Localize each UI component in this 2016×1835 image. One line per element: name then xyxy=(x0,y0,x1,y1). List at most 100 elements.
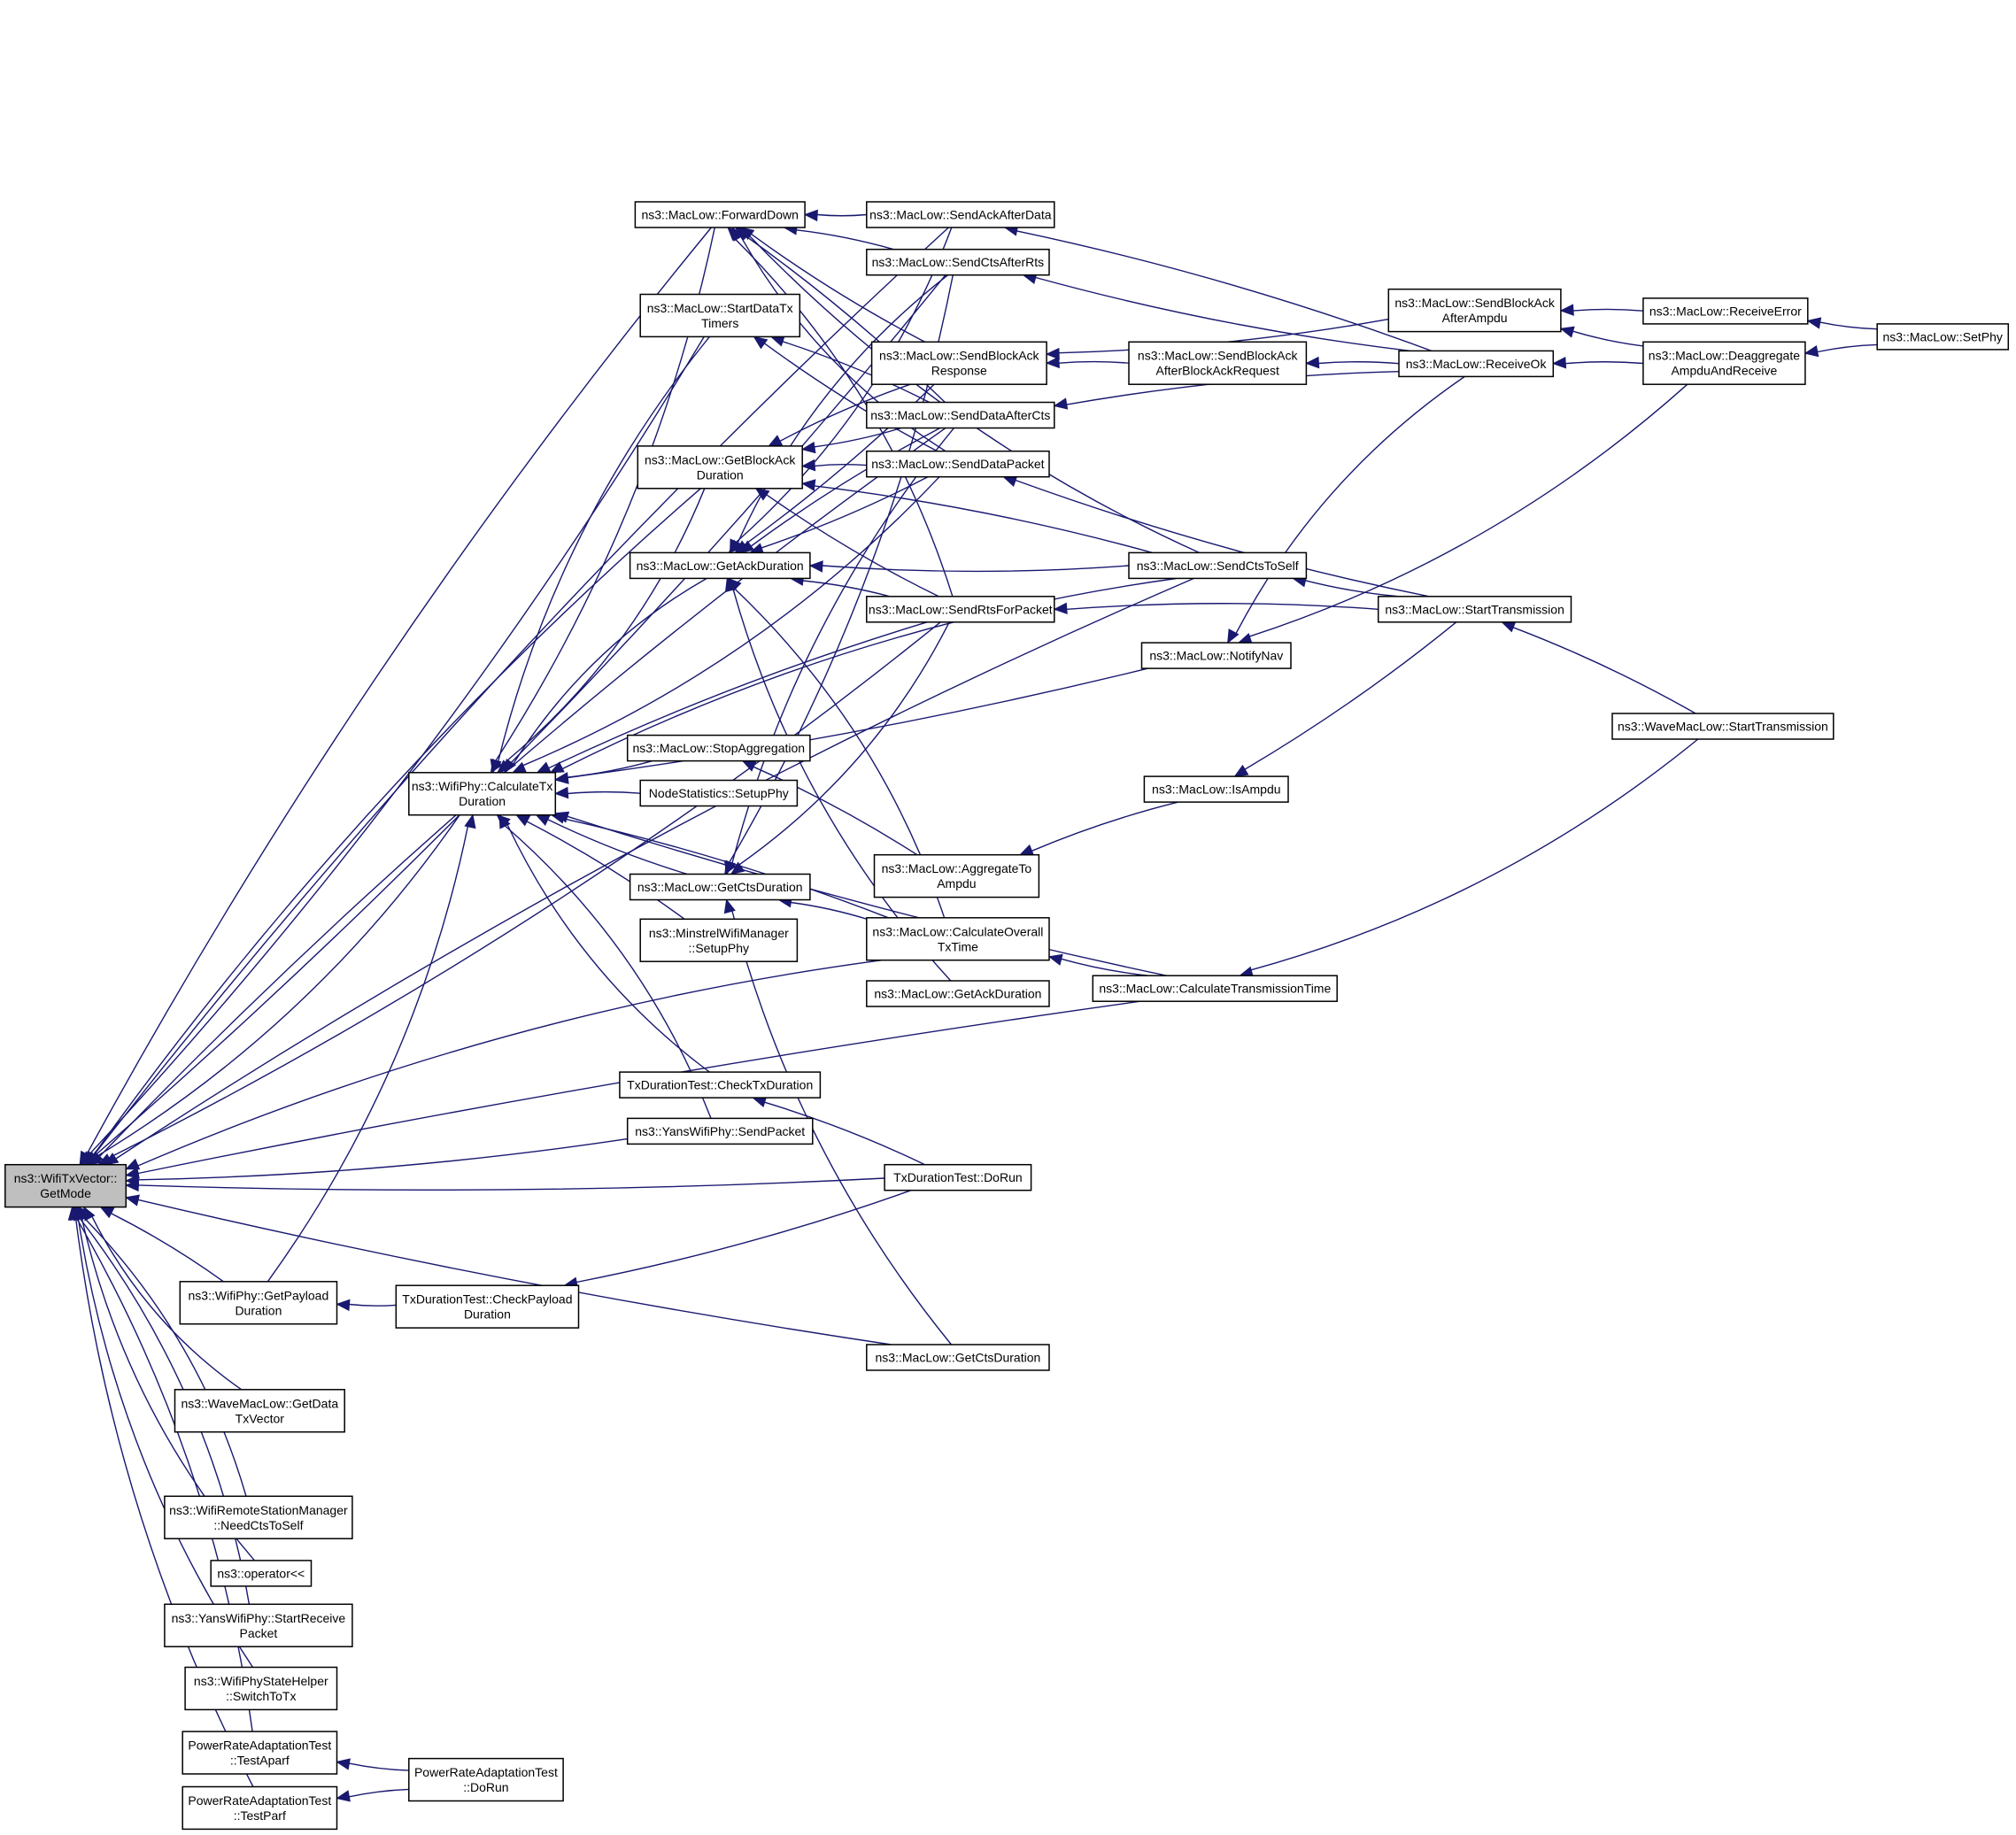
node-send-ba-after-bar[interactable]: ns3::MacLow::SendBlockAckAfterBlockAckRe… xyxy=(1128,341,1308,385)
edge-arrowhead xyxy=(336,1299,351,1312)
node-box xyxy=(1143,775,1289,803)
edge-send-data-after-cts-to-get-ack-duration xyxy=(750,427,940,547)
node-label: ns3::WifiPhy::GetPayload xyxy=(189,1288,329,1302)
node-box xyxy=(866,201,1055,228)
node-operator-ll[interactable]: ns3::operator<< xyxy=(210,1560,313,1587)
node-check-tx-duration[interactable]: TxDurationTest::CheckTxDuration xyxy=(619,1071,822,1099)
edge-receive-ok-to-notify-nav xyxy=(1235,375,1465,634)
node-get-ack-duration-2[interactable]: ns3::MacLow::GetAckDuration xyxy=(866,980,1050,1007)
node-box xyxy=(182,1785,338,1831)
edge-arrowhead xyxy=(739,540,755,554)
node-label: ns3::operator<< xyxy=(217,1567,305,1581)
edge-wave-start-transmission-to-start-transmission xyxy=(1512,627,1696,714)
node-box xyxy=(182,1731,338,1775)
edge-receive-ok-to-send-ba-after-bar xyxy=(1318,361,1400,365)
edge-arrowhead xyxy=(99,1207,115,1219)
node-is-ampdu[interactable]: ns3::MacLow::IsAmpdu xyxy=(1143,775,1289,803)
edge-arrowhead xyxy=(1804,344,1819,358)
node-box xyxy=(629,873,811,901)
node-get-cts-duration-2[interactable]: ns3::MacLow::GetCtsDuration xyxy=(866,1344,1050,1371)
node-label: ns3::MacLow::SendBlockAck xyxy=(879,349,1040,363)
edge-arrowhead xyxy=(1806,317,1822,329)
node-label: ::DoRun xyxy=(463,1780,508,1794)
node-send-ack-after-data[interactable]: ns3::MacLow::SendAckAfterData xyxy=(866,201,1055,228)
node-send-rts-for-packet[interactable]: ns3::MacLow::SendRtsForPacket xyxy=(866,596,1055,623)
edge-arrowhead xyxy=(1018,844,1035,856)
node-receive-ok[interactable]: ns3::MacLow::ReceiveOk xyxy=(1398,350,1555,378)
node-tdt-do-run[interactable]: TxDurationTest::DoRun xyxy=(884,1163,1032,1191)
edge-receive-ok-to-send-ack-after-data xyxy=(1016,230,1433,352)
edge-arrowhead xyxy=(730,538,741,554)
node-label: TxDurationTest::CheckPayload xyxy=(402,1292,572,1307)
edge-arrowhead xyxy=(536,761,552,774)
node-send-cts-after-rts[interactable]: ns3::MacLow::SendCtsAfterRts xyxy=(866,248,1050,276)
edge-start-transmission-to-send-rts-for-packet xyxy=(1066,603,1379,610)
node-set-phy[interactable]: ns3::MacLow::SetPhy xyxy=(1876,323,2010,351)
node-label: NodeStatistics::SetupPhy xyxy=(649,786,789,800)
node-prat-do-run[interactable]: PowerRateAdaptationTest::DoRun xyxy=(408,1757,564,1802)
node-send-data-packet[interactable]: ns3::MacLow::SendDataPacket xyxy=(866,450,1050,478)
edge-send-ack-after-data-to-get-ack-duration xyxy=(735,227,953,544)
node-box xyxy=(639,918,799,962)
node-label: ns3::MacLow::ReceiveOk xyxy=(1406,357,1548,371)
node-switch-to-tx[interactable]: ns3::WifiPhyStateHelper::SwitchToTx xyxy=(184,1666,338,1711)
edge-need-cts-to-self-to-root xyxy=(83,1217,247,1497)
edge-get-payload-duration-to-root xyxy=(111,1213,224,1283)
node-label: ::NeedCtsToSelf xyxy=(213,1518,303,1532)
edge-send-block-ack-response-to-get-block-ack-duration xyxy=(779,383,911,442)
edge-forward-down-to-root xyxy=(86,227,712,1155)
node-send-data-after-cts[interactable]: ns3::MacLow::SendDataAfterCts xyxy=(866,401,1055,429)
edge-arrowhead xyxy=(554,786,569,799)
node-label: PowerRateAdaptationTest xyxy=(188,1739,331,1753)
node-test-aparf[interactable]: PowerRateAdaptationTest::TestAparf xyxy=(182,1731,338,1775)
edge-arrowhead xyxy=(1002,475,1018,487)
edge-arrowhead xyxy=(1053,397,1069,410)
node-wave-start-transmission[interactable]: ns3::WaveMacLow::StartTransmission xyxy=(1611,713,1834,740)
node-label: ns3::MacLow::ReceiveError xyxy=(1649,304,1802,318)
node-box xyxy=(866,980,1050,1007)
node-get-cts-duration[interactable]: ns3::MacLow::GetCtsDuration xyxy=(629,873,811,901)
node-start-transmission[interactable]: ns3::MacLow::StartTransmission xyxy=(1377,596,1572,623)
node-test-parf[interactable]: PowerRateAdaptationTest::TestParf xyxy=(182,1785,338,1831)
node-notify-nav[interactable]: ns3::MacLow::NotifyNav xyxy=(1140,642,1292,669)
edge-arrowhead xyxy=(125,1167,140,1179)
node-root[interactable]: ns3::WifiTxVector::GetMode xyxy=(4,1163,127,1208)
node-receive-error[interactable]: ns3::MacLow::ReceiveError xyxy=(1642,297,1809,325)
node-yans-send-packet[interactable]: ns3::YansWifiPhy::SendPacket xyxy=(626,1117,814,1145)
node-get-ack-duration[interactable]: ns3::MacLow::GetAckDuration xyxy=(629,551,811,580)
node-forward-down[interactable]: ns3::MacLow::ForwardDown xyxy=(634,201,806,228)
edge-get-block-ack-duration-to-calc-tx-duration xyxy=(504,488,706,763)
edge-send-data-packet-to-forward-down xyxy=(740,235,946,452)
node-stop-aggregation[interactable]: ns3::MacLow::StopAggregation xyxy=(626,734,811,762)
node-send-cts-to-self[interactable]: ns3::MacLow::SendCtsToSelf xyxy=(1128,551,1308,580)
node-label: Ampdu xyxy=(937,876,976,891)
node-box xyxy=(873,853,1040,898)
node-calc-transmission-time[interactable]: ns3::MacLow::CalculateTransmissionTime xyxy=(1092,975,1338,1002)
edge-send-rts-for-packet-to-forward-down xyxy=(733,237,954,598)
edge-tdt-do-run-to-check-payload-duration xyxy=(575,1190,912,1284)
node-box xyxy=(408,1757,564,1802)
node-label: ns3::MacLow::GetAckDuration xyxy=(874,987,1041,1001)
node-label: Duration xyxy=(459,794,506,808)
node-node-stats-setup-phy[interactable]: NodeStatistics::SetupPhy xyxy=(639,779,799,807)
node-box xyxy=(1876,323,2010,351)
edge-arrowhead xyxy=(768,435,784,447)
node-layer: ns3::WifiTxVector::GetModens3::WifiPhy::… xyxy=(4,201,2010,1831)
edge-arrowhead xyxy=(724,577,737,593)
node-box xyxy=(634,201,806,228)
node-minstrel-setup-phy[interactable]: ns3::MinstrelWifiManager::SetupPhy xyxy=(639,918,799,962)
node-label: ns3::MacLow::SendCtsToSelf xyxy=(1137,559,1299,573)
node-need-cts-to-self[interactable]: ns3::WifiRemoteStationManager::NeedCtsTo… xyxy=(164,1495,353,1539)
